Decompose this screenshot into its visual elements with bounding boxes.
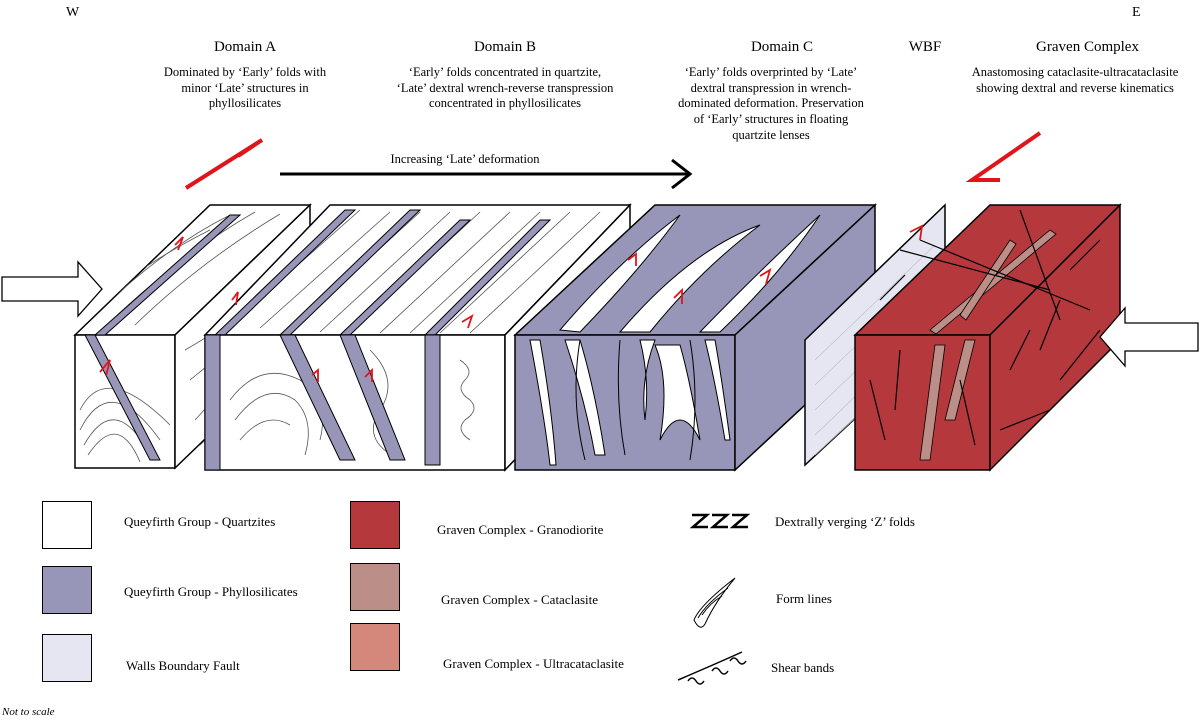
increasing-deformation-arrow xyxy=(280,158,693,190)
legend-label-z-folds: Dextrally verging ‘Z’ folds xyxy=(775,514,915,529)
form-lines-legend-glyph xyxy=(693,577,736,628)
legend-label-granodiorite: Graven Complex - Granodiorite xyxy=(437,522,604,537)
z-fold-legend-glyph xyxy=(689,513,751,529)
dextral-kinematic-arrow-graven xyxy=(965,131,1042,182)
legend-swatch-granodiorite xyxy=(350,501,400,549)
increasing-deformation-label: Increasing ‘Late’ deformation xyxy=(390,152,540,166)
compass-east: E xyxy=(1132,5,1141,20)
legend-label-shear-bands: Shear bands xyxy=(771,660,835,675)
legend-label-ultracataclasite: Graven Complex - Ultracataclasite xyxy=(443,656,624,671)
domain-b-description: ‘Early’ folds concentrated in quartzite,… xyxy=(396,65,614,111)
legend-label-wbf: Walls Boundary Fault xyxy=(126,658,240,673)
legend-swatch-cataclasite xyxy=(350,563,400,611)
graven-complex-description: Anastomosing cataclasite-ultracataclasit… xyxy=(971,65,1179,95)
legend-swatch-quartzites xyxy=(42,501,92,549)
legend-swatch-wbf xyxy=(42,634,92,682)
shear-bands-legend-glyph xyxy=(677,651,747,685)
block-domain-c xyxy=(513,203,877,472)
wbf-title: WBF xyxy=(908,39,942,55)
compression-arrow-east xyxy=(1099,306,1199,368)
compass-west: W xyxy=(66,5,80,20)
not-to-scale-note: Not to scale xyxy=(2,706,55,718)
dextral-kinematic-arrow-a xyxy=(184,138,264,190)
domain-c-title: Domain C xyxy=(750,39,814,55)
legend-label-quartzites: Queyfirth Group - Quartzites xyxy=(124,514,276,529)
domain-a-title: Domain A xyxy=(213,39,277,55)
block-graven-complex xyxy=(853,203,1122,472)
graven-complex-title: Graven Complex xyxy=(1036,39,1139,55)
domain-c-description: ‘Early’ folds overprinted by ‘Late’ dext… xyxy=(678,65,864,142)
legend-label-cataclasite: Graven Complex - Cataclasite xyxy=(441,592,599,607)
legend-swatch-ultracataclasite xyxy=(350,623,400,671)
domain-b-title: Domain B xyxy=(473,39,537,55)
domain-a-description: Dominated by ‘Early’ folds with minor ‘L… xyxy=(163,65,327,111)
legend-label-phyllosilicates: Queyfirth Group - Phyllosilicates xyxy=(124,584,298,599)
legend-swatch-phyllosilicates xyxy=(42,566,92,614)
legend-label-form-lines: Form lines xyxy=(776,591,832,606)
compression-arrow-west xyxy=(1,260,103,318)
